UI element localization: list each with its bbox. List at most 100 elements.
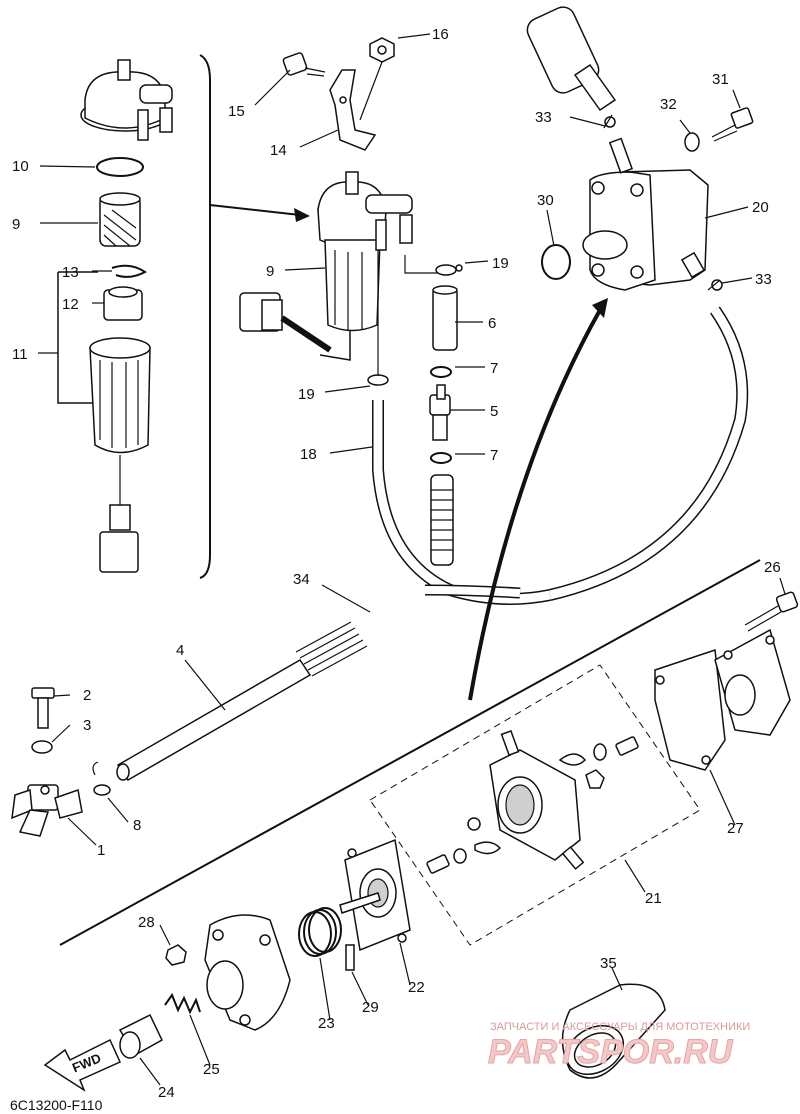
clip-14 bbox=[111, 264, 147, 278]
clip-19-lower bbox=[367, 250, 389, 386]
callout-7-upper: 7 bbox=[490, 360, 498, 377]
pin-29 bbox=[345, 944, 355, 971]
gasket-27 bbox=[654, 648, 726, 771]
callout-34: 34 bbox=[293, 571, 310, 588]
pump-body-21 bbox=[467, 729, 585, 870]
bracket-12 bbox=[57, 271, 98, 404]
nut-13 bbox=[103, 286, 143, 321]
callout-19-top: 19 bbox=[492, 255, 509, 272]
corrugated-hose bbox=[430, 474, 454, 566]
fuel-filter-9 bbox=[317, 171, 413, 361]
filter-element-10 bbox=[99, 192, 141, 247]
callout-5: 5 bbox=[490, 403, 498, 420]
spring-25 bbox=[164, 992, 201, 1015]
callout-13: 12 bbox=[62, 296, 79, 313]
group-21-outline bbox=[369, 664, 701, 946]
bolt-16 bbox=[282, 52, 326, 77]
sleeve-35 bbox=[561, 983, 666, 1079]
clip-33-bottom bbox=[707, 279, 723, 291]
hose-18 bbox=[372, 400, 552, 605]
joint-1 bbox=[11, 784, 83, 837]
joint-5 bbox=[429, 384, 451, 441]
callout-11: 10 bbox=[12, 158, 29, 175]
fuel-pump-20 bbox=[582, 137, 709, 291]
hose-4 bbox=[116, 621, 368, 782]
callout-28: 28 bbox=[138, 914, 155, 931]
hose-18-inner bbox=[373, 400, 551, 604]
callout-9: 9 bbox=[266, 263, 274, 280]
filter-bowl-12 bbox=[89, 337, 151, 573]
watermark-caption: ЗАПЧАСТИ И АКСЕССУАРЫ ДЛЯ МОТОТЕХНИКИ bbox=[490, 1021, 750, 1033]
clip-8 bbox=[92, 761, 111, 796]
dashed-lead-9 bbox=[404, 255, 445, 274]
hose-34-tail-inner bbox=[424, 586, 521, 597]
callout-16: 15 bbox=[228, 103, 245, 120]
callout-1: 1 bbox=[97, 842, 105, 859]
callout-27: 27 bbox=[727, 820, 744, 837]
bolt-2 bbox=[31, 687, 55, 729]
callout-21: 21 bbox=[645, 890, 662, 907]
leader-lines bbox=[38, 33, 786, 1086]
bracket-line bbox=[359, 61, 383, 121]
callout-35: 35 bbox=[600, 955, 617, 972]
diagram-code: 6C13200-F110 bbox=[10, 1097, 103, 1113]
spring-23 bbox=[298, 907, 342, 957]
main-arrowhead bbox=[592, 298, 608, 318]
callout-29: 29 bbox=[362, 999, 379, 1016]
callout-17: 16 bbox=[432, 26, 449, 43]
callout-3: 3 bbox=[83, 717, 91, 734]
callout-23: 23 bbox=[318, 1015, 335, 1032]
pump-cover-lower bbox=[204, 914, 291, 1031]
callout-24b: 24 bbox=[158, 1084, 175, 1101]
callout-31: 31 bbox=[712, 71, 729, 88]
hose-6 bbox=[432, 285, 458, 351]
clamp-7-lower bbox=[430, 452, 452, 464]
callout-30: 30 bbox=[537, 192, 554, 209]
sensor-connector bbox=[239, 292, 332, 353]
callout-10: 9 bbox=[12, 216, 20, 233]
arrowhead bbox=[294, 208, 310, 222]
bracket-15 bbox=[329, 69, 377, 151]
callout-labels: 10 9 13 12 11 15 14 16 9 19 6 7 5 7 19 1… bbox=[12, 26, 781, 1101]
plunger-24 bbox=[118, 1013, 163, 1059]
callout-33-top: 33 bbox=[535, 109, 552, 126]
clip-33-top bbox=[603, 114, 616, 129]
o-ring-30 bbox=[541, 244, 571, 280]
callout-7-lower: 7 bbox=[490, 447, 498, 464]
callout-26: 26 bbox=[764, 559, 781, 576]
bolt-31 bbox=[711, 107, 754, 142]
divider-line bbox=[59, 559, 761, 946]
callout-32: 32 bbox=[660, 96, 677, 113]
callout-18: 18 bbox=[300, 446, 317, 463]
callout-20: 20 bbox=[752, 199, 769, 216]
pump-screws bbox=[426, 736, 639, 874]
clip-19-top bbox=[435, 264, 463, 276]
bolt-26 bbox=[744, 591, 799, 632]
callout-25b: 25 bbox=[203, 1061, 220, 1078]
callout-6: 6 bbox=[488, 315, 496, 332]
fuel-filter-cap bbox=[80, 59, 173, 141]
callout-15: 14 bbox=[270, 142, 287, 159]
inset-bracket bbox=[199, 54, 211, 579]
callout-8b: 8 bbox=[133, 817, 141, 834]
cover-plate bbox=[714, 628, 791, 736]
nut-17 bbox=[369, 37, 395, 63]
callout-2: 2 bbox=[83, 687, 91, 704]
callout-12b: 11 bbox=[12, 346, 28, 363]
callout-14: 13 bbox=[62, 264, 79, 281]
fwd-arrow: FWD bbox=[43, 1038, 121, 1092]
callout-19-lower: 19 bbox=[298, 386, 315, 403]
watermark-brand: PARTSPOR.RU bbox=[488, 1033, 734, 1071]
washer-3 bbox=[31, 740, 53, 754]
callout-22: 22 bbox=[408, 979, 425, 996]
washer-32 bbox=[684, 132, 700, 152]
diaphragm-22 bbox=[339, 838, 411, 952]
inset-pointer-arrow bbox=[209, 204, 301, 216]
o-ring-11 bbox=[96, 157, 144, 177]
callout-33-bottom: 33 bbox=[755, 271, 772, 288]
nut-28 bbox=[165, 944, 187, 966]
main-arrow bbox=[468, 309, 602, 701]
callout-4b: 4 bbox=[176, 642, 184, 659]
clamp-7-upper bbox=[430, 366, 452, 378]
hose-34-loop-inner bbox=[548, 307, 747, 600]
